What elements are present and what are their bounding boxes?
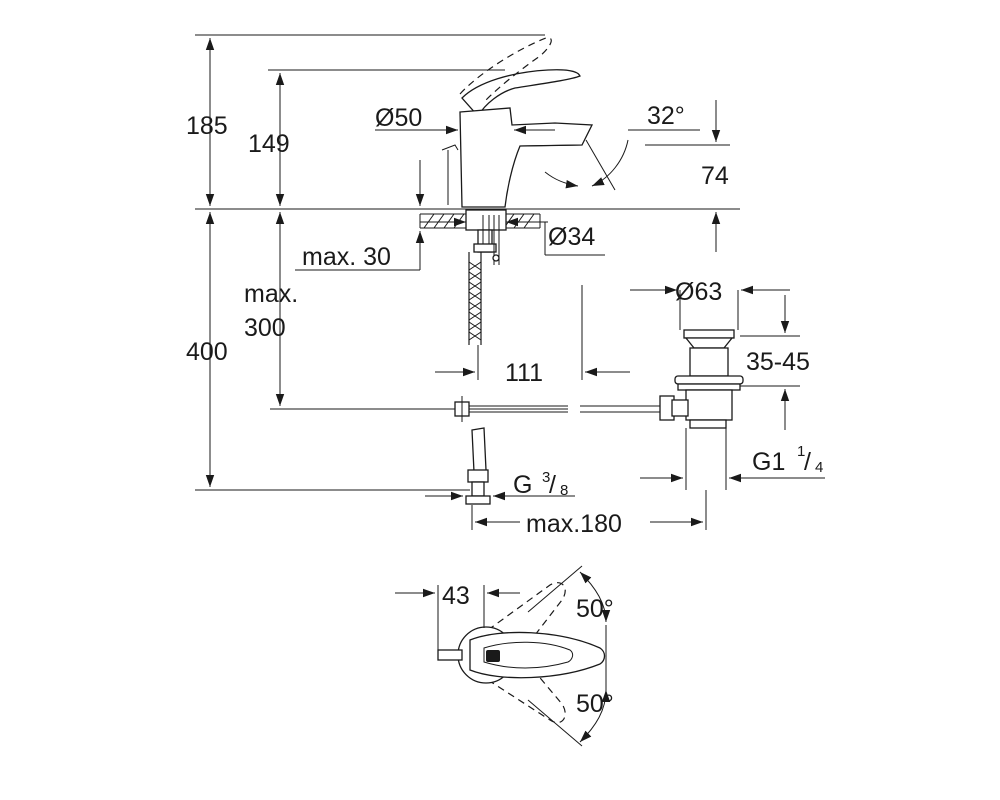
label-50deg-bottom: 50°	[576, 690, 614, 718]
label-g1-slash: /	[804, 448, 811, 476]
dim-d63	[630, 285, 790, 330]
pull-rod-assembly	[270, 396, 660, 505]
label-74: 74	[701, 162, 729, 190]
label-d50: Ø50	[375, 104, 422, 132]
dim-max180	[471, 490, 707, 530]
dim-35-45	[740, 295, 800, 430]
label-d34: Ø34	[548, 223, 595, 251]
dim-max30	[295, 160, 425, 271]
label-d63: Ø63	[675, 278, 722, 306]
dim-74	[645, 100, 730, 252]
label-g1-denominator: 4	[815, 459, 823, 476]
label-g: G	[513, 471, 532, 499]
label-50deg-top: 50°	[576, 595, 614, 623]
label-111: 111	[505, 359, 543, 387]
waste-fitting	[659, 329, 744, 490]
dim-43	[395, 585, 520, 650]
mixer-side-view	[441, 37, 594, 345]
label-g1: G1	[752, 448, 785, 476]
label-max300-line2: 300	[244, 314, 286, 342]
label-185: 185	[186, 112, 228, 140]
dim-149	[268, 69, 505, 206]
label-max300-line1: max.	[244, 280, 298, 308]
label-g1-numerator: 1	[797, 443, 805, 460]
dim-185	[195, 34, 545, 206]
label-400: 400	[186, 338, 228, 366]
label-g-slash: /	[549, 471, 556, 499]
label-g-denominator: 8	[560, 482, 568, 499]
dim-d34	[420, 217, 605, 256]
label-g-numerator: 3	[542, 469, 550, 486]
label-43: 43	[442, 582, 470, 610]
dim-111	[435, 285, 630, 380]
label-149: 149	[248, 130, 290, 158]
dim-32deg	[544, 129, 700, 191]
label-max180: max.180	[526, 510, 622, 538]
dim-400	[195, 212, 470, 491]
mixer-top-view	[437, 565, 611, 747]
label-max30: max. 30	[302, 243, 391, 271]
label-32deg: 32°	[647, 102, 685, 130]
label-35-45: 35-45	[746, 348, 810, 376]
